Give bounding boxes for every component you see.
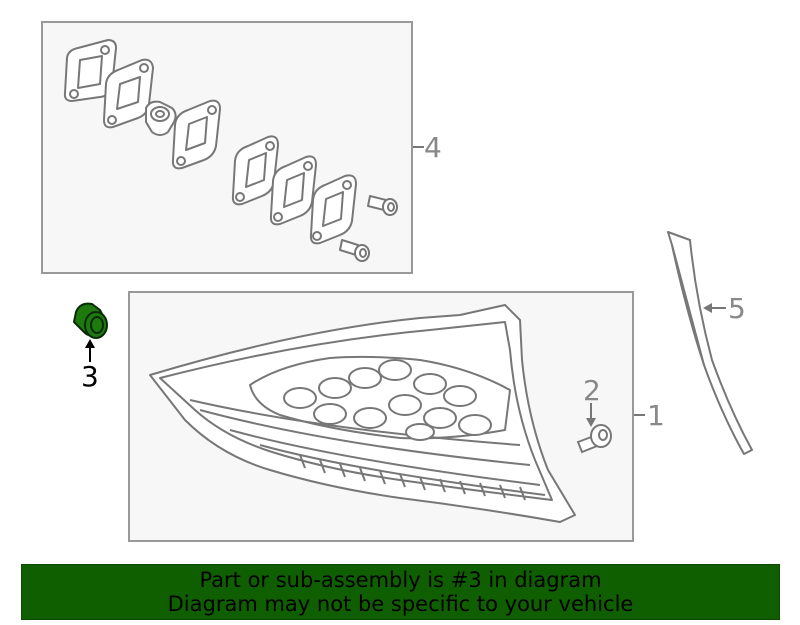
gasket-plate [171, 99, 221, 170]
trim-strip-part-5 [667, 231, 753, 455]
notice-banner: Part or sub-assembly is #3 in diagram Di… [21, 564, 780, 620]
callout-3: 3 [81, 360, 99, 393]
leader-arrow-3 [85, 339, 95, 348]
notice-line-2: Diagram may not be specific to your vehi… [167, 592, 634, 616]
screw [367, 195, 398, 216]
callout-2: 2 [583, 374, 601, 407]
reflector-cells [249, 355, 511, 441]
gasket-plate-inner [77, 55, 103, 89]
callout-4: 4 [424, 131, 442, 164]
callout-1: 1 [647, 399, 665, 432]
tail-lamp-assembly [149, 304, 576, 523]
screw-part-2 [576, 424, 612, 454]
screw [339, 239, 370, 262]
leader-arrow-5 [703, 303, 712, 313]
tail-lamp-inner-edge [159, 321, 553, 501]
grommet-part-3 [73, 302, 108, 339]
leader-arrow-2 [586, 418, 596, 427]
lens-segments [299, 454, 526, 501]
notice-line-1: Part or sub-assembly is #3 in diagram [199, 568, 602, 592]
gasket-set-group [63, 39, 398, 262]
callout-5: 5 [728, 292, 746, 325]
